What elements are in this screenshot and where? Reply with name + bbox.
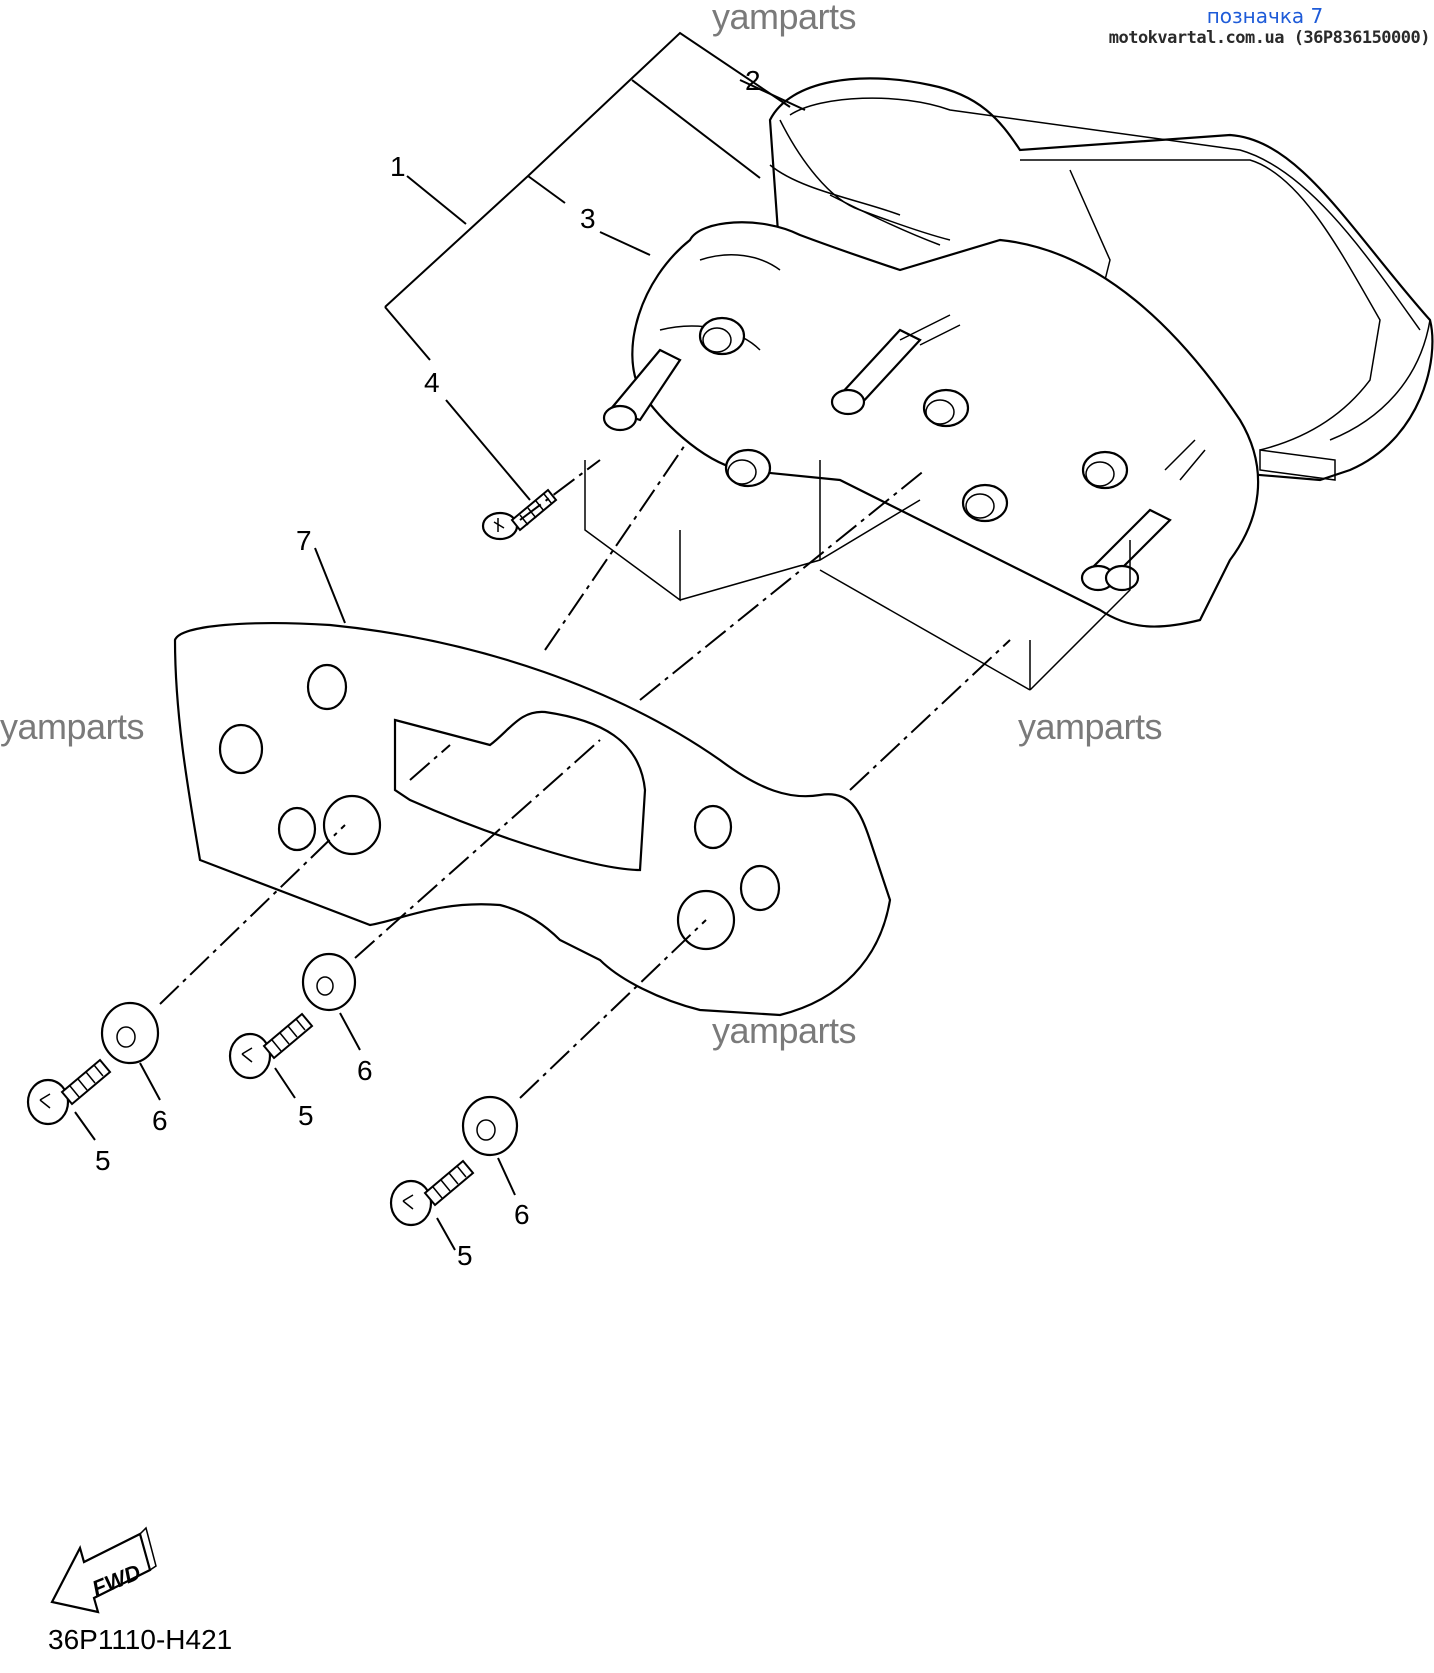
boss-5 [1081,450,1129,490]
callout-7: 7 [296,525,312,556]
callout-5a: 5 [95,1145,111,1176]
leader-lines [74,31,806,1251]
washer-6c [461,1095,519,1157]
watermark-top: yamparts [712,0,857,37]
callout-3: 3 [580,203,596,234]
boss-1 [698,316,746,356]
screw-5a [26,1058,112,1126]
callout-4: 4 [424,367,440,398]
forward-direction-arrow: FWD [50,1526,157,1614]
callout-5c: 5 [457,1240,473,1271]
boss-3 [922,388,970,428]
screw-5b [228,1012,314,1080]
callout-6c: 6 [514,1199,530,1230]
watermark-bottom: yamparts [712,1010,857,1051]
callout-2: 2 [745,65,761,96]
washer-6a [100,1001,160,1065]
diagram-code: 36P1110-H421 [48,1624,233,1655]
washer-6b [301,952,357,1012]
screw-5c [389,1159,475,1227]
assembly-center-lines [159,444,1011,1099]
callout-1: 1 [390,151,406,182]
diagram-tag-title: позначка 7 [1206,4,1324,28]
boss-2 [724,448,772,488]
callout-6a: 6 [152,1105,168,1136]
source-reference: motokvartal.com.ua (36P836150000) [1108,28,1431,48]
callout-6b: 6 [357,1055,373,1086]
watermark-left: yamparts [0,706,145,747]
bulb-socket-left [602,348,682,432]
screw-part-4 [481,488,558,541]
meter-gasket-part-7 [173,622,892,1017]
bulb-socket-center [830,328,922,416]
meter-assembly [584,77,1434,691]
watermark-right: yamparts [1018,706,1163,747]
boss-4 [961,483,1009,523]
callout-5b: 5 [298,1100,314,1131]
